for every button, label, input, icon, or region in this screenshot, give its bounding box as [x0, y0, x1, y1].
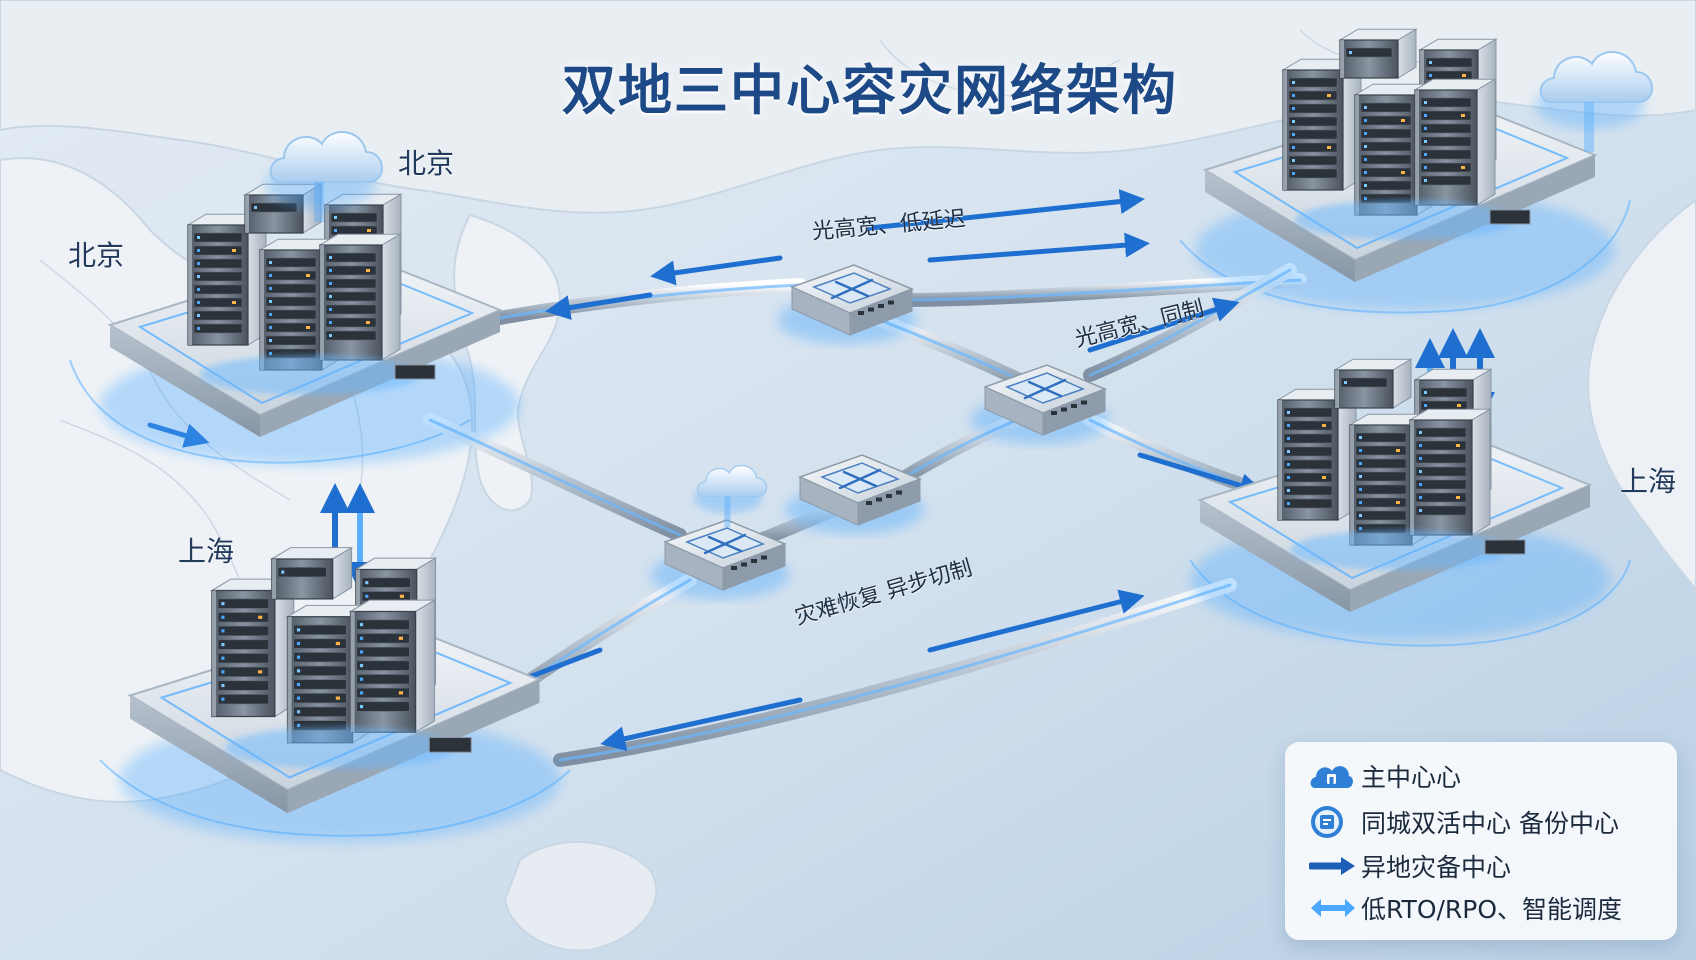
arrow-top-west-2	[545, 292, 653, 321]
cloud-icon	[265, 131, 383, 222]
cable-shanghai-west-to-southeast	[553, 578, 1237, 767]
network-switch-south	[650, 519, 790, 599]
legend-item-active-backup-center: 同城双活中心 备份中心	[1309, 804, 1619, 840]
cable-switch-top-to-northeast	[898, 273, 1307, 307]
switch-arrows-icon	[830, 278, 874, 300]
server-rack	[1276, 388, 1358, 521]
arrow-top-east-2	[927, 232, 1150, 263]
legend-label-active-backup-center: 同城双活中心 备份中心	[1361, 809, 1619, 838]
arrow-middle-southeast	[1137, 452, 1265, 498]
network-switch-top	[777, 264, 917, 344]
landmass-east	[1587, 198, 1696, 592]
server-rack	[348, 599, 437, 734]
legend-item-low-rto-rpo: 低RTO/RPO、智能调度	[1309, 890, 1622, 926]
switch-arrows-icon	[1023, 378, 1067, 400]
city-label-beijing-left: 北京	[68, 239, 125, 272]
server-rack	[269, 546, 354, 600]
network-switch-middle	[970, 364, 1110, 444]
city-label-shanghai-right: 上海	[1620, 465, 1677, 498]
datacenter-shanghai-west	[119, 546, 561, 843]
legend-label-primary-center: 主中心心	[1361, 763, 1462, 792]
cloud-icon	[1310, 766, 1353, 788]
arrow-right-icon	[1309, 857, 1355, 875]
datacenter-beijing	[100, 183, 520, 465]
arrow-middle-northeast	[1087, 297, 1240, 353]
double-arrow-icon	[1311, 899, 1355, 917]
flow-arrows	[147, 189, 1265, 751]
server-rack	[186, 213, 268, 346]
cloud-icon	[1535, 51, 1653, 152]
legend-item-primary-center: 主中心心	[1309, 758, 1461, 794]
arrow-top-east-1	[867, 189, 1145, 231]
server-rack	[1338, 28, 1418, 79]
legend-panel: 主中心心 同城双活中心 备份中心 异地灾备中心	[1285, 742, 1677, 940]
switch-arrows-icon	[703, 533, 747, 555]
server-rack	[210, 578, 296, 718]
legend-label-low-rto-rpo: 低RTO/RPO、智能调度	[1361, 895, 1623, 924]
server-rack	[1413, 78, 1497, 206]
arrow-bottom-west	[600, 697, 803, 751]
switch-arrows-icon	[838, 468, 882, 490]
datacenter-northeast	[1195, 28, 1615, 310]
datacenter-shanghai-east	[1190, 358, 1610, 640]
server-rack	[1333, 358, 1413, 409]
arrow-top-west-1	[650, 255, 783, 286]
sync-badge-icon	[1311, 806, 1343, 838]
arrow-bottom-east	[927, 589, 1145, 653]
network-switch-center	[785, 454, 925, 534]
server-rack	[318, 233, 402, 361]
island-south	[503, 840, 658, 952]
cloud-icon	[693, 464, 768, 528]
city-label-beijing-top: 北京	[398, 147, 455, 180]
legend-label-remote-dr-center: 异地灾备中心	[1361, 853, 1512, 882]
legend-item-remote-dr-center: 异地灾备中心	[1309, 848, 1511, 884]
city-label-shanghai-left: 上海	[178, 535, 235, 568]
server-rack	[1408, 408, 1492, 536]
page-title: 双地三中心容灾网络架构	[562, 59, 1178, 122]
